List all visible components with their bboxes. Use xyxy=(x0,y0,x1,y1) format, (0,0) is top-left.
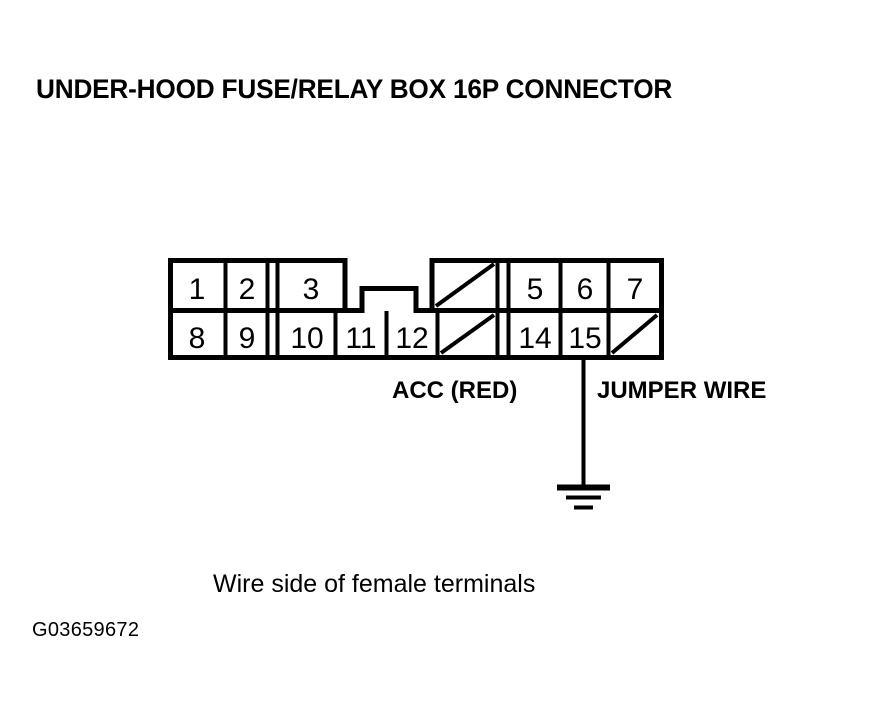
label-jumper-wire: JUMPER WIRE xyxy=(597,377,767,404)
top-row-dividers xyxy=(223,260,611,310)
cavity-number-15: 15 xyxy=(568,322,601,355)
slash-cavity-13 xyxy=(439,313,496,355)
label-acc: ACC (RED) xyxy=(392,377,518,404)
cavity-number-7: 7 xyxy=(627,273,644,306)
cavity-number-14: 14 xyxy=(518,322,551,355)
blank-cavity-slashes xyxy=(434,262,659,355)
bottom-row-numbers: 8 9 10 11 12 14 15 xyxy=(189,322,602,355)
cavity-number-3: 3 xyxy=(303,273,320,306)
figure-caption: Wire side of female terminals xyxy=(213,570,536,598)
cavity-number-5: 5 xyxy=(527,273,544,306)
page-title: UNDER-HOOD FUSE/RELAY BOX 16P CONNECTOR xyxy=(36,74,673,104)
top-row-numbers: 1 2 3 5 6 7 xyxy=(189,273,644,306)
cavity-number-2: 2 xyxy=(239,273,256,306)
bottom-row-dividers xyxy=(223,311,611,357)
cavity-number-1: 1 xyxy=(189,273,206,306)
slash-cavity-4 xyxy=(434,262,496,308)
cavity-number-8: 8 xyxy=(189,322,206,355)
cavity-number-11: 11 xyxy=(345,322,376,355)
ground-symbol xyxy=(557,484,610,510)
cavity-number-9: 9 xyxy=(239,322,256,355)
cavity-number-10: 10 xyxy=(290,322,323,355)
reference-code: G03659672 xyxy=(32,619,140,641)
cavity-number-6: 6 xyxy=(577,273,594,306)
slash-cavity-16 xyxy=(610,313,659,355)
cavity-number-12: 12 xyxy=(395,322,428,355)
